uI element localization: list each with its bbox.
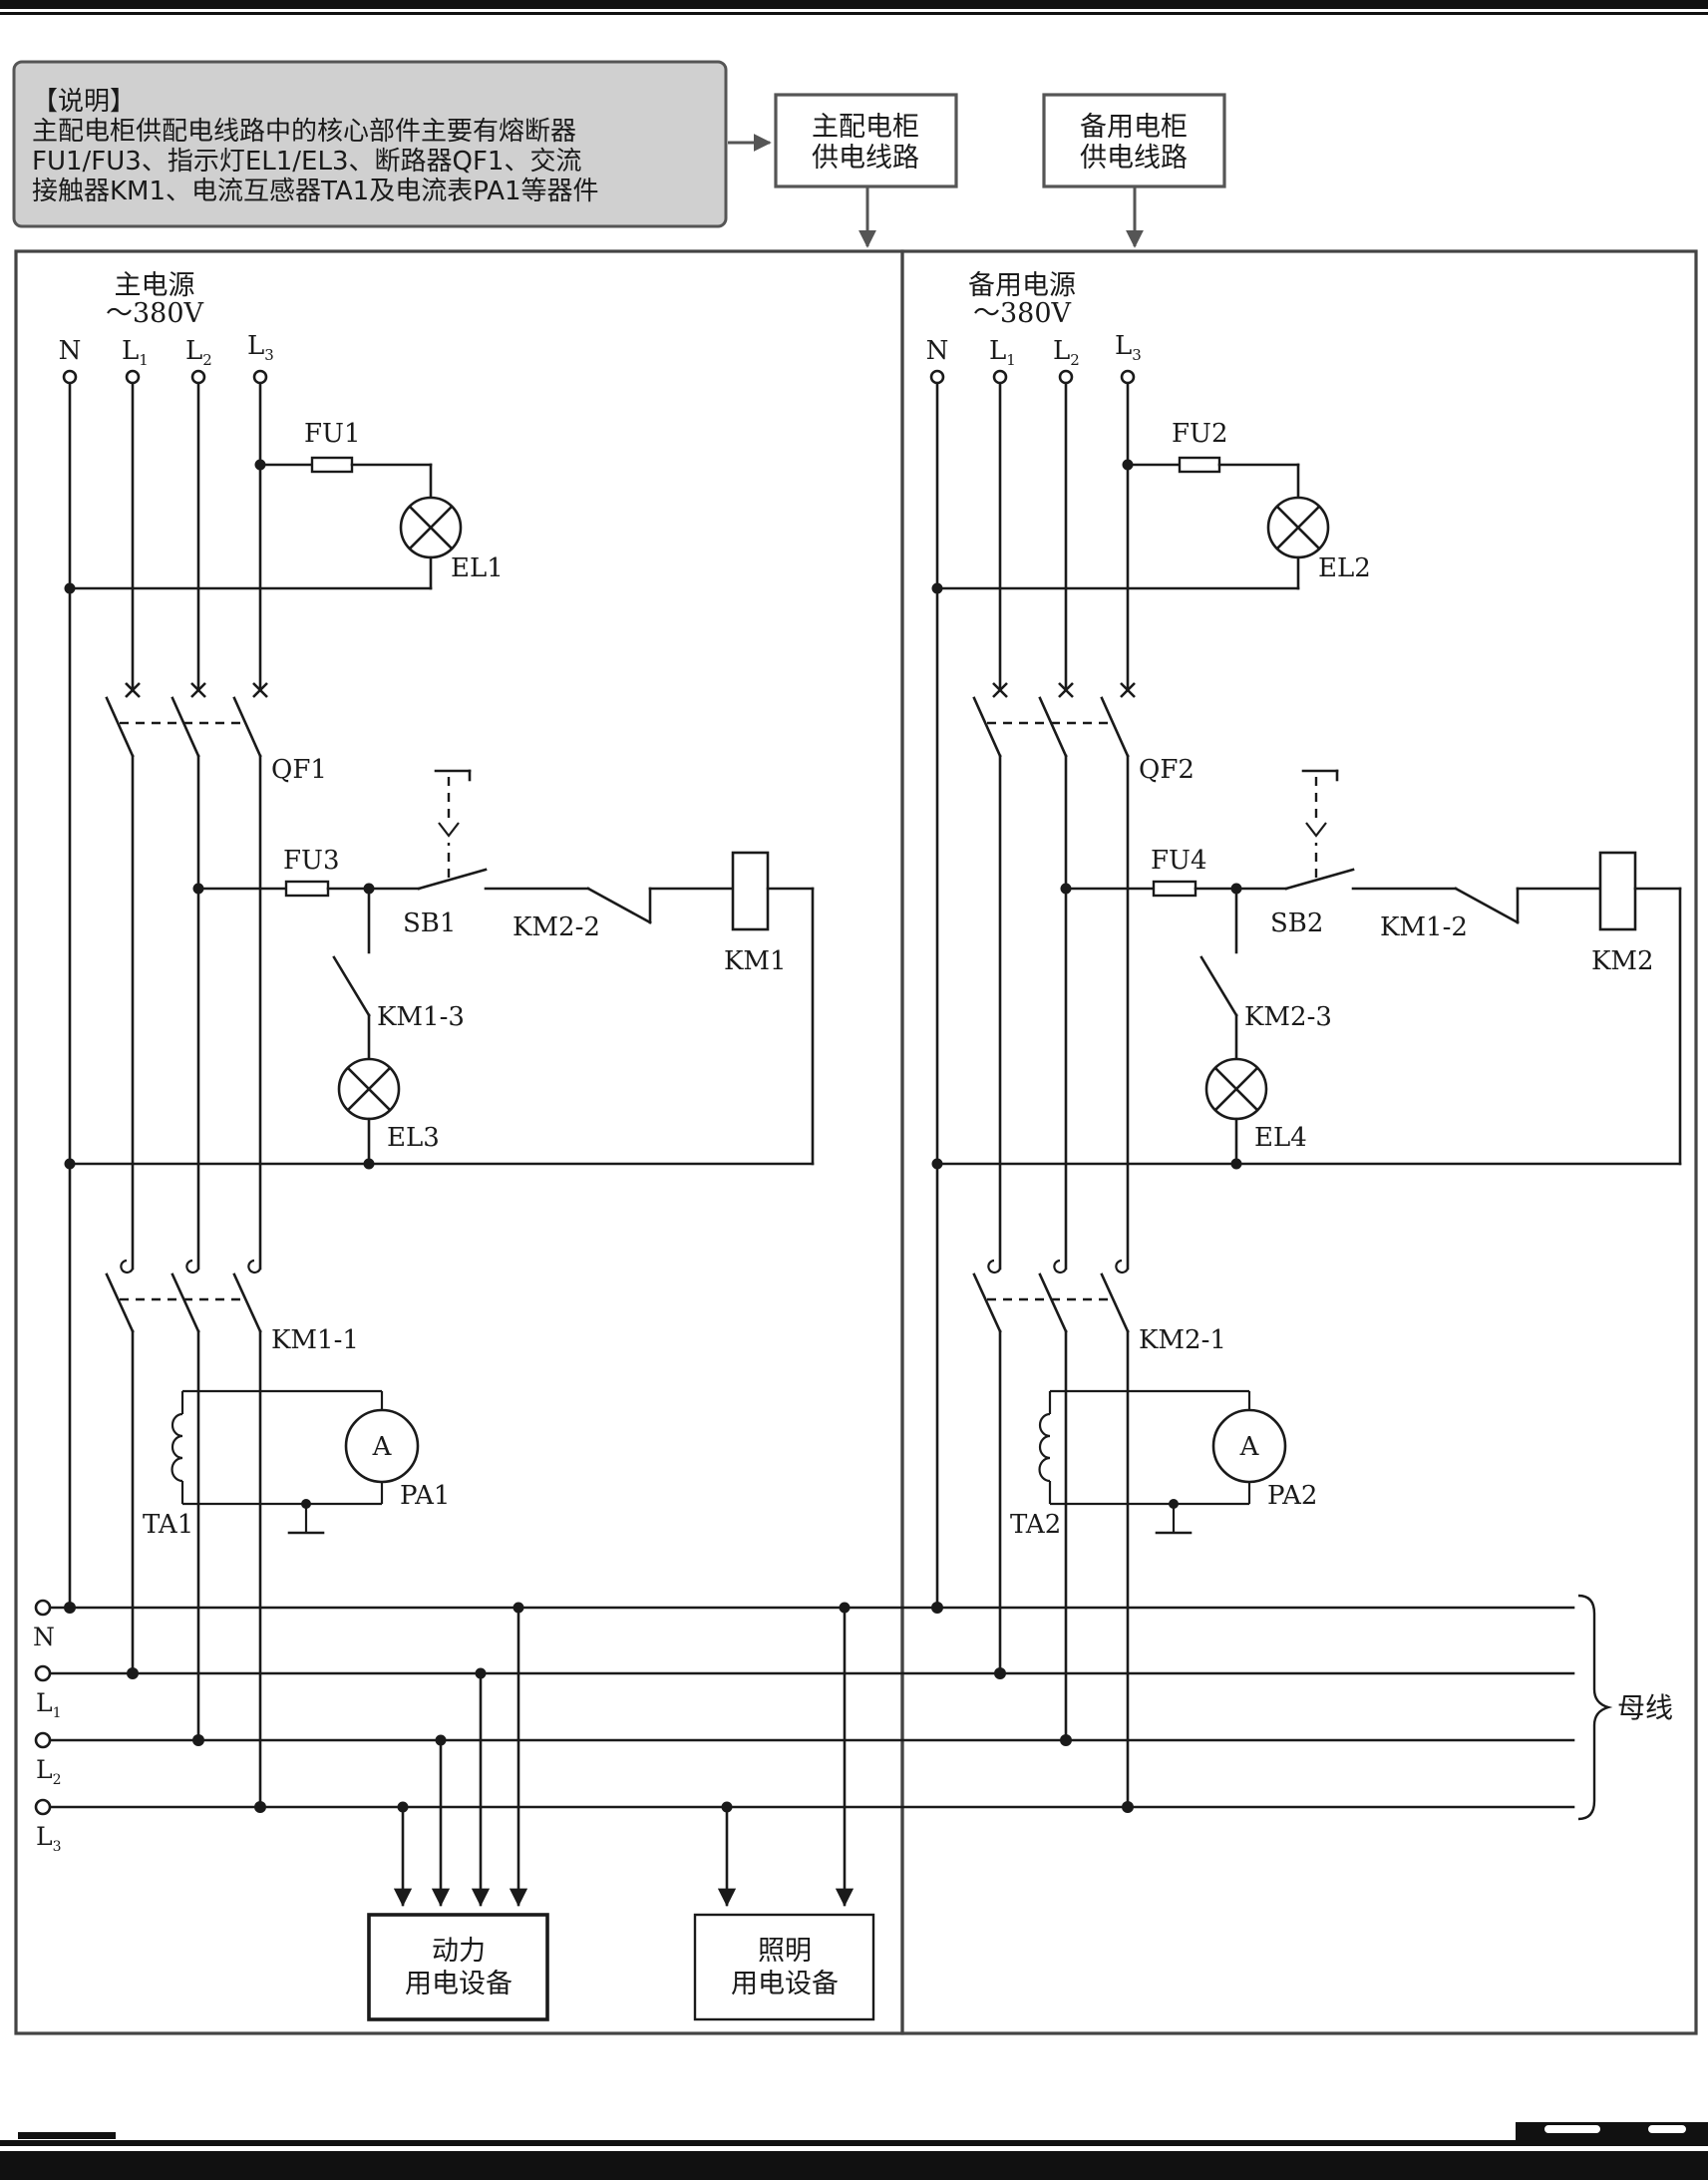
main-panel-labels: 主电源 ～380V N L1 L2 L3 FU1 EL1 QF1 FU3 SB1…	[59, 270, 787, 1540]
main-source-line-2: ～380V	[106, 298, 204, 329]
bus-label-l1-sub: 1	[53, 1705, 62, 1721]
main-ct-label: TA1	[143, 1510, 193, 1540]
main-phase-l3-sub: 3	[264, 346, 274, 364]
svg-text:L1: L1	[122, 336, 149, 369]
main-cabinet-line-1: 主配电柜	[812, 112, 919, 143]
backup-phase-l1-sub: 1	[1006, 351, 1016, 369]
bus-label-n: N	[33, 1623, 55, 1651]
main-coil-label: KM1	[724, 946, 787, 976]
lighting-load-box	[693, 1913, 875, 2021]
busbar-label: 母线	[1617, 1691, 1673, 1724]
load-taps	[393, 1602, 854, 1907]
bus-label-l1: L	[36, 1688, 53, 1717]
svg-text:L2: L2	[185, 336, 212, 369]
note-box	[12, 60, 728, 228]
main-phase-l2: L	[185, 336, 202, 366]
backup-cabinet-line-2: 供电线路	[1080, 143, 1188, 174]
svg-text:L3: L3	[36, 1822, 62, 1855]
backup-panel-circuit	[929, 369, 1682, 1815]
main-breaker-label: QF1	[271, 755, 327, 785]
backup-breaker-label: QF2	[1139, 755, 1195, 785]
main-ammeter-symbol: A	[372, 1432, 393, 1462]
busbar-phase-labels: N L1 L2 L3	[33, 1623, 62, 1855]
backup-source-lamp-label: EL2	[1318, 553, 1371, 583]
busbars	[34, 1599, 1575, 1816]
backup-cabinet-box	[1042, 93, 1226, 188]
main-source-lamp-label: EL1	[451, 553, 504, 583]
main-phase-l1-sub: 1	[139, 351, 149, 369]
svg-text:L3: L3	[247, 331, 274, 364]
backup-panel-frame	[900, 249, 1698, 2035]
power-load-line-1: 动力	[432, 1936, 486, 1967]
backup-cabinet-line-1: 备用电柜	[1080, 112, 1188, 143]
backup-phase-l2: L	[1053, 336, 1070, 366]
main-ammeter-label: PA1	[400, 1481, 450, 1511]
main-source-line-1: 主电源	[115, 270, 195, 301]
backup-ctrl-fuse-label: FU4	[1151, 846, 1207, 876]
lighting-load-line-2: 用电设备	[731, 1969, 839, 1999]
svg-text:L3: L3	[1115, 331, 1142, 364]
svg-text:L1: L1	[36, 1688, 62, 1721]
svg-text:L2: L2	[36, 1755, 62, 1788]
backup-button-label: SB2	[1270, 908, 1323, 938]
main-aux-contact-label: KM1-3	[377, 1002, 465, 1032]
backup-phase-l3-sub: 3	[1132, 346, 1142, 364]
main-run-lamp-label: EL3	[387, 1123, 440, 1153]
bus-label-l3-sub: 3	[53, 1839, 62, 1855]
bus-label-l2: L	[36, 1755, 53, 1784]
bus-label-l3: L	[36, 1822, 53, 1851]
backup-panel-labels: 备用电源 ～380V N L1 L2 L3 FU2 EL2 QF2 FU4 SB…	[926, 270, 1654, 1540]
backup-source-line-2: ～380V	[973, 298, 1072, 329]
backup-run-lamp-label: EL4	[1254, 1123, 1307, 1153]
svg-text:L1: L1	[989, 336, 1016, 369]
busbar-brace	[1577, 1594, 1613, 1821]
bus-label-l2-sub: 2	[53, 1772, 62, 1788]
backup-fuse-lamp-label: FU2	[1172, 419, 1228, 449]
backup-phase-n: N	[926, 336, 949, 366]
note-line-2: FU1/FU3、指示灯EL1/EL3、断路器QF1、交流	[32, 147, 581, 177]
backup-coil-label: KM2	[1591, 946, 1654, 976]
main-phase-l2-sub: 2	[202, 351, 212, 369]
main-phase-l1: L	[122, 336, 139, 366]
main-fuse-lamp-label: FU1	[304, 419, 361, 449]
main-interlock-label: KM2-2	[512, 912, 600, 942]
backup-ammeter-label: PA2	[1267, 1481, 1317, 1511]
note-line-3: 接触器KM1、电流互感器TA1及电流表PA1等器件	[32, 177, 599, 206]
backup-interlock-label: KM1-2	[1380, 912, 1468, 942]
backup-contactor-label: KM2-1	[1139, 1325, 1226, 1355]
main-cabinet-line-2: 供电线路	[812, 143, 919, 174]
backup-phase-l3: L	[1115, 331, 1132, 361]
backup-aux-contact-label: KM2-3	[1244, 1002, 1332, 1032]
lighting-load-line-1: 照明	[758, 1936, 812, 1967]
svg-text:L2: L2	[1053, 336, 1080, 369]
main-contactor-label: KM1-1	[271, 1325, 359, 1355]
main-button-label: SB1	[403, 908, 456, 938]
main-panel-circuit	[62, 369, 815, 1815]
backup-source-line-1: 备用电源	[968, 270, 1076, 301]
backup-phase-l2-sub: 2	[1070, 351, 1080, 369]
power-load-box	[367, 1913, 549, 2021]
note-title: 【说明】	[32, 87, 136, 117]
backup-ct-label: TA2	[1010, 1510, 1061, 1540]
main-phase-l3: L	[247, 331, 264, 361]
backup-ammeter-symbol: A	[1239, 1432, 1260, 1462]
power-load-line-2: 用电设备	[405, 1969, 512, 1999]
backup-phase-l1: L	[989, 336, 1006, 366]
main-ctrl-fuse-label: FU3	[283, 846, 340, 876]
main-phase-n: N	[59, 336, 82, 366]
note-line-1: 主配电柜供配电线路中的核心部件主要有熔断器	[32, 117, 576, 147]
